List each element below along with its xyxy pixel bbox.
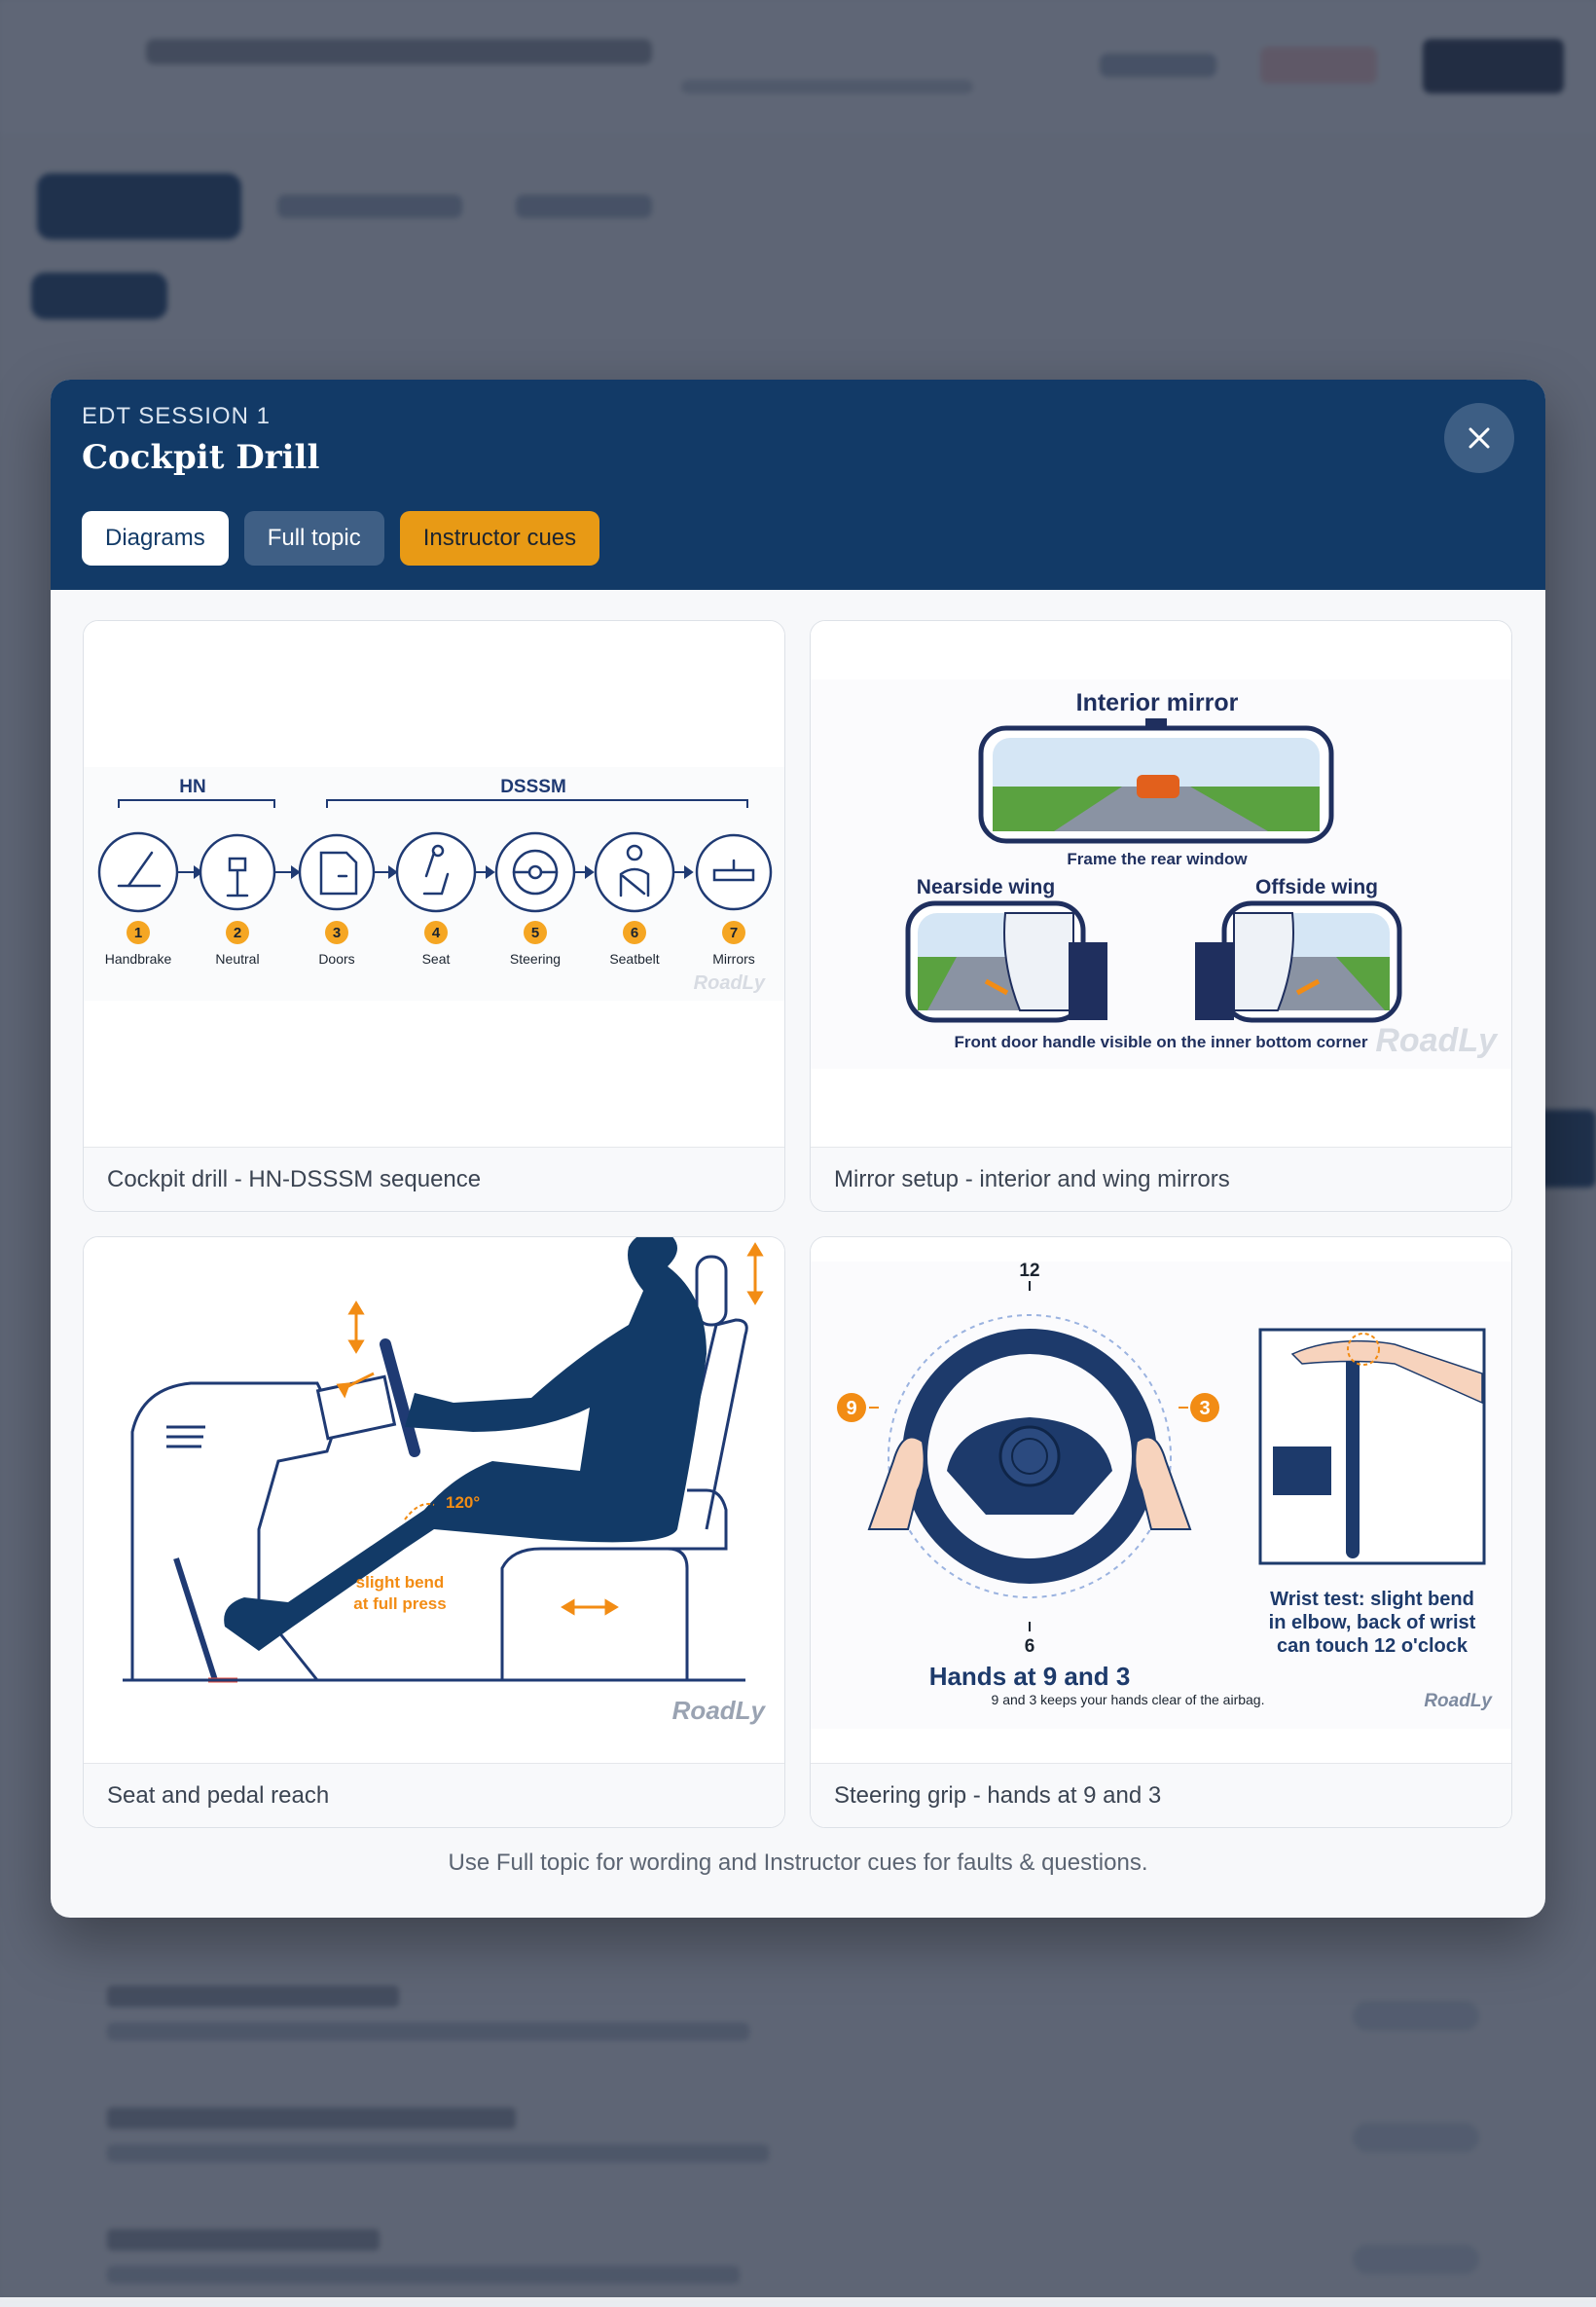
step-label: Steering (510, 951, 561, 967)
step-number: 1 (134, 925, 142, 941)
seat-and-pedal-image: 120° slight bend at full press RoadLy (123, 1237, 767, 1725)
step-label: Doors (318, 951, 354, 967)
cockpit-drill-diagram: HN DSSSM (84, 621, 784, 1147)
clock-mark-9: 9 (846, 1398, 856, 1419)
interior-mirror-note: Frame the rear window (1067, 850, 1248, 868)
step-number: 4 (432, 925, 441, 941)
mirror-setup-image: Interior mirror Frame the rear window Ne… (811, 679, 1511, 1069)
group-label-dsssm: DSSSM (500, 777, 566, 797)
mirror-setup-diagram: Interior mirror Frame the rear window Ne… (811, 621, 1511, 1147)
seat-icon (395, 831, 477, 913)
seatbelt-icon (594, 831, 675, 913)
step-label: Handbrake (105, 951, 172, 967)
wrist-test-line-1: Wrist test: slight bend (1270, 1589, 1474, 1610)
step-label: Seat (422, 951, 451, 967)
step-number: 7 (730, 925, 738, 941)
clock-mark-3: 3 (1199, 1398, 1210, 1419)
tab-diagrams[interactable]: Diagrams (82, 511, 229, 566)
modal-header: EDT SESSION 1 Cockpit Drill Diagrams Ful… (51, 380, 1545, 590)
wing-mirror-note: Front door handle visible on the inner b… (954, 1033, 1367, 1051)
session-label: EDT SESSION 1 (82, 403, 271, 429)
diagram-card-cockpit-drill[interactable]: HN DSSSM (83, 620, 785, 1212)
seat-reach-diagram: 120° slight bend at full press RoadLy (84, 1237, 784, 1763)
brand-watermark: RoadLy (1375, 1022, 1499, 1059)
knee-angle-label: 120° (446, 1493, 480, 1512)
diagram-card-seat-reach[interactable]: 120° slight bend at full press RoadLy Se… (83, 1236, 785, 1828)
close-icon (1469, 427, 1490, 449)
mirror-icon (695, 833, 773, 911)
card-caption: Steering grip - hands at 9 and 3 (811, 1763, 1511, 1827)
offside-wing-title: Offside wing (1255, 876, 1378, 898)
steering-grip-diagram: 12 6 9 3 Hands at 9 and 3 Wrist test: sl… (811, 1237, 1511, 1763)
grip-title: Hands at 9 and 3 (929, 1662, 1131, 1691)
steering-wheel-icon (494, 831, 576, 913)
step-label: Seatbelt (609, 951, 659, 967)
step-number: 6 (631, 925, 638, 941)
hn-dsssm-sequence-image: HN DSSSM (84, 767, 784, 1001)
brand-watermark: RoadLy (694, 972, 766, 994)
diagrams-modal: EDT SESSION 1 Cockpit Drill Diagrams Ful… (51, 380, 1545, 1918)
card-caption: Cockpit drill - HN-DSSSM sequence (84, 1147, 784, 1211)
group-label-hn: HN (179, 777, 205, 797)
knee-note-line-1: slight bend (356, 1573, 445, 1592)
step-label: Neutral (215, 951, 259, 967)
airbag-note: 9 and 3 keeps your hands clear of the ai… (992, 1692, 1265, 1707)
clock-mark-6: 6 (1025, 1636, 1035, 1657)
nearside-wing-title: Nearside wing (917, 876, 1055, 898)
step-label: Mirrors (712, 951, 755, 967)
clock-mark-12: 12 (1019, 1261, 1039, 1281)
tab-full-topic[interactable]: Full topic (243, 511, 384, 566)
brand-watermark: RoadLy (1424, 1691, 1493, 1711)
knee-note-line-2: at full press (353, 1594, 446, 1613)
step-number: 2 (234, 925, 241, 941)
diagram-card-mirror-setup[interactable]: Interior mirror Frame the rear window Ne… (810, 620, 1512, 1212)
modal-title: Cockpit Drill (82, 438, 320, 477)
interior-mirror-title: Interior mirror (1076, 689, 1239, 716)
steering-grip-image: 12 6 9 3 Hands at 9 and 3 Wrist test: sl… (811, 1261, 1511, 1729)
wrist-test-line-2: in elbow, back of wrist (1269, 1612, 1476, 1633)
close-button[interactable] (1444, 403, 1514, 473)
card-caption: Mirror setup - interior and wing mirrors (811, 1147, 1511, 1211)
door-icon (298, 833, 376, 911)
footer-note: Use Full topic for wording and Instructo… (448, 1849, 1148, 1876)
diagram-card-steering-grip[interactable]: 12 6 9 3 Hands at 9 and 3 Wrist test: sl… (810, 1236, 1512, 1828)
wrist-test-line-3: can touch 12 o'clock (1277, 1635, 1469, 1657)
step-number: 3 (333, 925, 341, 941)
step-number: 5 (531, 925, 539, 941)
tab-instructor-cues[interactable]: Instructor cues (399, 511, 600, 566)
modal-tabs: Diagrams Full topic Instructor cues (82, 511, 600, 566)
card-caption: Seat and pedal reach (84, 1763, 784, 1827)
brand-watermark: RoadLy (672, 1696, 767, 1725)
